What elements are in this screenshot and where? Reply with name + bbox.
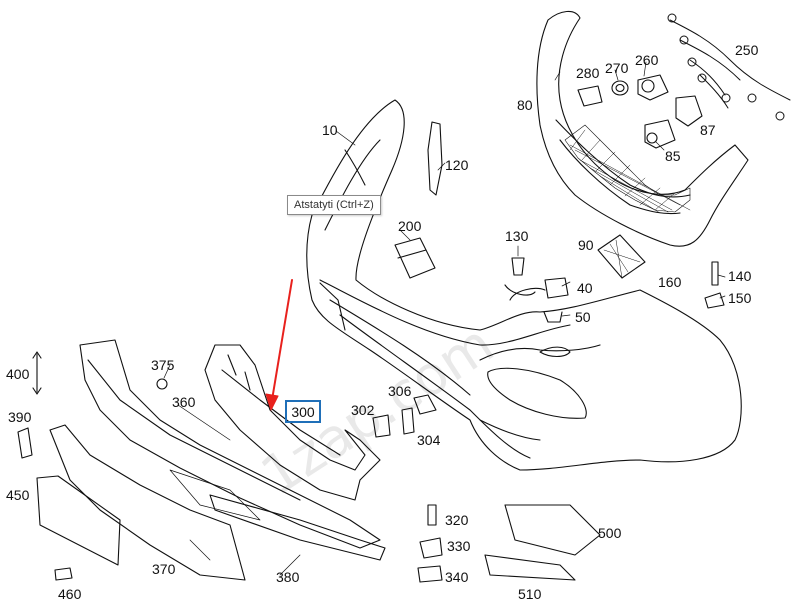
grille-mesh-drawing (569, 129, 691, 214)
callout-304: 304 (417, 432, 441, 448)
callout-370: 370 (152, 561, 176, 577)
screw-drawing (54, 567, 73, 581)
callout-320: 320 (445, 512, 469, 528)
callout-50: 50 (575, 309, 591, 325)
callout-85: 85 (665, 148, 681, 164)
lower-bumper-drawing (204, 344, 381, 501)
part-302-drawing (372, 414, 391, 438)
part-304-drawing (401, 407, 415, 435)
callout-450: 450 (6, 487, 30, 503)
callout-250: 250 (735, 42, 759, 58)
indicator-arrow (265, 279, 293, 411)
callout-140: 140 (728, 268, 752, 284)
part-306-drawing (413, 394, 437, 415)
callout-500: 500 (598, 525, 622, 541)
callout-160: 160 (658, 274, 682, 290)
callout-80: 80 (517, 97, 533, 113)
washer-drawing (156, 378, 168, 390)
mesh-insert-drawing (597, 234, 646, 279)
skid-plate-drawing (49, 424, 246, 581)
callout-380: 380 (276, 569, 300, 585)
clip-50-drawing (543, 311, 563, 323)
callout-340: 340 (445, 569, 469, 585)
part-320-drawing (427, 504, 437, 526)
callout-390: 390 (8, 409, 32, 425)
callout-510: 510 (518, 586, 542, 602)
callout-10: 10 (322, 122, 338, 138)
cover-drawing (544, 277, 569, 299)
trim-strip-drawing (209, 494, 386, 561)
callout-150: 150 (728, 290, 752, 306)
dimension-400-drawing (32, 351, 42, 395)
callout-270: 270 (605, 60, 629, 76)
bolt-drawing (711, 261, 719, 286)
callout-260: 260 (635, 52, 659, 68)
callout-400: 400 (6, 366, 30, 382)
callout-130: 130 (505, 228, 529, 244)
spoiler-drawing (79, 339, 381, 549)
highlighted-part-300[interactable]: 300 (285, 400, 321, 423)
callout-87: 87 (700, 122, 716, 138)
callout-90: 90 (578, 237, 594, 253)
control-module-drawing (394, 237, 436, 279)
callout-460: 460 (58, 586, 82, 602)
undo-tooltip: Atstatyti (Ctrl+Z) (287, 195, 381, 215)
callout-306: 306 (388, 383, 412, 399)
wiring-harness-drawing (667, 13, 791, 121)
leader-lines (163, 61, 726, 576)
fog-grille-drawing (504, 504, 601, 556)
callout-200: 200 (398, 218, 422, 234)
callout-360: 360 (172, 394, 196, 410)
bracket-drawing (427, 121, 443, 196)
license-plate-drawing (36, 475, 121, 566)
callout-330: 330 (447, 538, 471, 554)
callout-302: 302 (351, 402, 375, 418)
callout-280: 280 (576, 65, 600, 81)
callout-375: 375 (151, 357, 175, 373)
part-340-drawing (417, 565, 443, 583)
callout-40: 40 (577, 280, 593, 296)
callout-120: 120 (445, 157, 469, 173)
fog-trim-drawing (484, 554, 576, 581)
grille-frame-drawing (536, 10, 749, 247)
clip-drawing (511, 257, 525, 276)
part-330-drawing (419, 537, 443, 559)
sensor-parts-drawing (577, 74, 703, 149)
bumper-cover-drawing (306, 99, 742, 471)
bracket-390-drawing (17, 427, 33, 459)
